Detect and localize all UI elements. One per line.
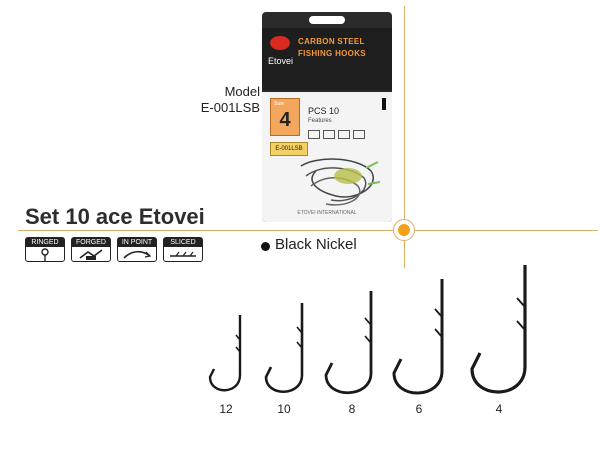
- hook-size-label: 4: [495, 402, 503, 416]
- size-box: Size 4: [270, 98, 300, 136]
- package-feature-icons: [308, 126, 378, 139]
- model-code: E-001LSB: [200, 100, 260, 115]
- vertical-guide-line: [404, 6, 405, 268]
- product-package: Etovei CARBON STEEL FISHING HOOKS Size 4…: [262, 12, 392, 222]
- hook-6: [392, 279, 444, 395]
- package-brand: Etovei: [268, 56, 294, 66]
- sliced-icon: [170, 251, 196, 257]
- hook-12: [208, 315, 242, 392]
- hook-size-label: 6: [415, 402, 423, 416]
- in-point-icon: [123, 250, 152, 259]
- model-label: Model: [224, 84, 260, 99]
- hook-10: [264, 303, 304, 393]
- package-pcs: PCS 10: [308, 106, 340, 116]
- brand-logo-icon: [270, 36, 290, 50]
- finish-bullet: [261, 242, 270, 251]
- set-title: Set 10 ace Etovei: [25, 204, 205, 229]
- package-footer: ETOVEI INTERNATIONAL: [297, 210, 357, 216]
- badge-sliced: SLICED: [163, 237, 203, 262]
- badge-forged-label: FORGED: [72, 238, 110, 247]
- forged-icon: [79, 249, 103, 260]
- badge-forged: FORGED: [71, 237, 111, 262]
- badge-ringed: RINGED: [25, 237, 65, 262]
- hook-8: [324, 291, 373, 395]
- badge-sliced-label: SLICED: [164, 238, 202, 247]
- badge-in-point-label: IN POINT: [118, 238, 156, 247]
- hang-hole: [309, 16, 345, 24]
- badge-in-point: IN POINT: [117, 237, 157, 262]
- hook-size-label: 12: [219, 402, 233, 416]
- package-marker-bar: [382, 98, 386, 110]
- horizontal-guide-line: [18, 230, 598, 231]
- badge-ringed-label: RINGED: [26, 238, 64, 247]
- size-tag: Size: [274, 101, 284, 107]
- package-features-label: Features: [308, 118, 332, 124]
- package-size: 4: [279, 109, 291, 131]
- hook-4: [470, 265, 527, 394]
- package-title-line2: FISHING HOOKS: [298, 49, 366, 58]
- hooks-illustration: [208, 265, 527, 395]
- hook-size-label: 10: [277, 402, 291, 416]
- package-model-tag: E-001LSB: [270, 142, 308, 156]
- package-body: Size 4 PCS 10 Features E-001LSB ETOVEI I…: [262, 92, 392, 222]
- ringed-icon: [41, 248, 49, 261]
- package-title-line1: CARBON STEEL: [298, 37, 365, 46]
- hook-size-label: 8: [348, 402, 356, 416]
- finish-label: Black Nickel: [275, 236, 357, 253]
- package-hooks-image: [300, 158, 381, 206]
- guide-marker-dot: [398, 224, 410, 236]
